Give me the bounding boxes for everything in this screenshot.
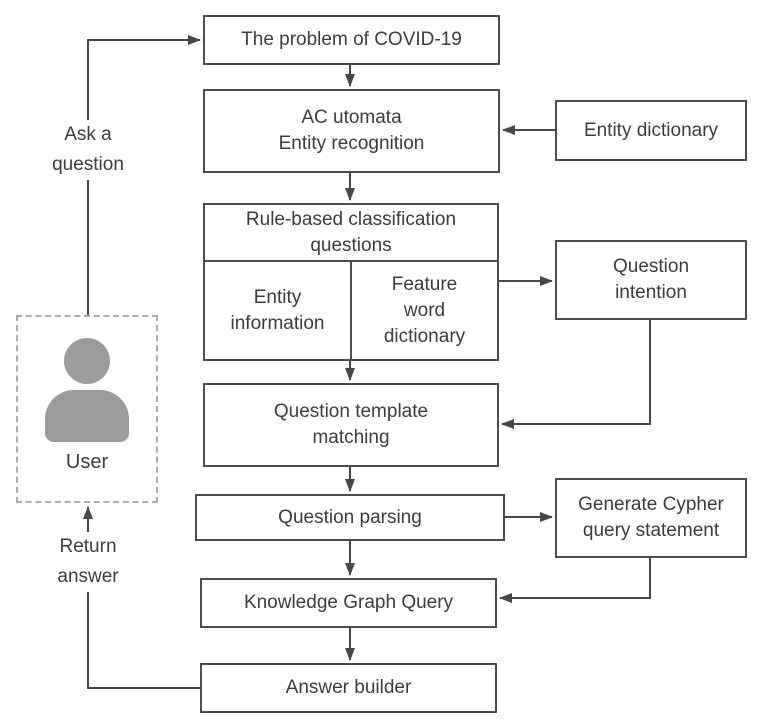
node-knowledge-graph-query: Knowledge Graph Query	[200, 578, 497, 628]
user-box: User	[16, 315, 158, 503]
edge-cypher-to-kgquery	[499, 558, 651, 603]
node-rule-based-header: Rule-based classification questions	[205, 205, 497, 262]
person-icon	[45, 338, 129, 442]
node-entity-dictionary: Entity dictionary	[555, 100, 747, 161]
edge-intention-to-template	[501, 320, 651, 429]
question-intention-line2: intention	[615, 282, 687, 303]
generate-cypher-line2: query statement	[582, 520, 720, 541]
node-generate-cypher: Generate Cypher query statement	[555, 478, 747, 558]
entity-information-line2: information	[230, 312, 325, 334]
ask-a-question-label: Ask a question	[38, 120, 138, 180]
question-parsing-label: Question parsing	[278, 506, 422, 528]
answer-builder-label: Answer builder	[285, 677, 412, 698]
node-question-parsing: Question parsing	[195, 494, 505, 541]
knowledge-graph-query-label: Knowledge Graph Query	[243, 592, 454, 613]
node-problem-of-covid19: The problem of COVID-19	[203, 15, 500, 65]
entity-information-line1: Entity	[253, 286, 302, 308]
node-problem-label: The problem of COVID-19	[241, 29, 462, 50]
feature-word-line1: Feature	[391, 273, 458, 295]
node-rule-based-classification: Rule-based classification questions Enti…	[203, 203, 499, 361]
generate-cypher-line1: Generate Cypher	[578, 494, 724, 515]
node-ac-line1: AC utomata	[301, 107, 402, 128]
question-template-line1: Question template	[273, 401, 429, 422]
node-ac-automata-entity-recognition: AC utomata Entity recognition	[203, 89, 500, 173]
node-answer-builder: Answer builder	[200, 663, 497, 713]
node-feature-word-dictionary: Feature word dictionary	[352, 262, 497, 359]
return-answer-label: Return answer	[38, 532, 138, 592]
user-label: User	[65, 451, 109, 473]
node-entity-information: Entity information	[205, 262, 352, 359]
feature-word-line2: word	[403, 299, 446, 321]
node-question-template-matching: Question template matching	[203, 383, 499, 467]
node-question-intention: Question intention	[555, 240, 747, 320]
node-rule-based-header-label: Rule-based classification questions	[245, 208, 457, 256]
question-template-line2: matching	[312, 427, 390, 448]
feature-word-line3: dictionary	[383, 325, 466, 347]
node-entity-dictionary-label: Entity dictionary	[583, 119, 719, 141]
node-ac-line2: Entity recognition	[278, 133, 425, 154]
rule-based-subcells: Entity information Feature word dictiona…	[205, 262, 497, 359]
question-intention-line1: Question	[612, 256, 690, 277]
